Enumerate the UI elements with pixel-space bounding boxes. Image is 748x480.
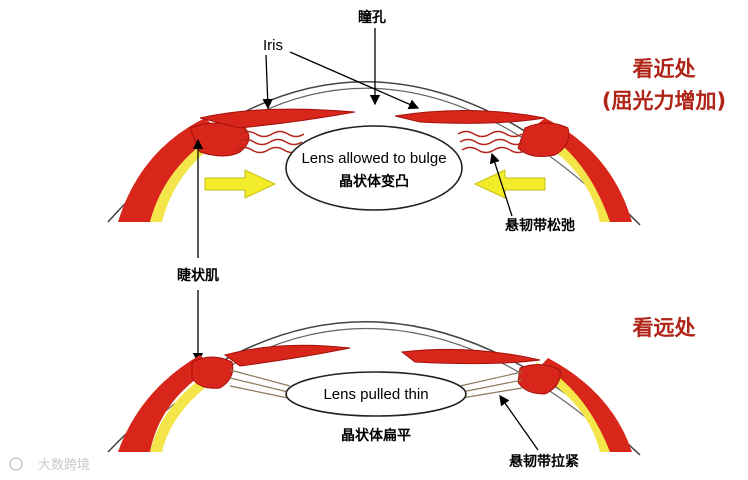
zonule-taut-right-2 [461,379,523,393]
lens-thin-label-en: Lens pulled thin [323,386,428,403]
zonule-right-1 [457,130,523,138]
zonule-taut-right-3 [461,387,523,399]
ciliary-muscle-right-bottom [517,364,561,395]
iris-pointer-left [262,54,273,110]
iris-left [199,108,356,129]
watermark: 大数跨境 [9,457,90,473]
lens-bulged [285,125,463,211]
ciliary-muscle-right [517,122,570,157]
zonule-right-3 [461,146,527,154]
zonule-taut-right-1 [459,371,523,387]
lens-bulge-label-cn: 晶状体变凸 [339,173,409,190]
sclera-band-left-bottom [118,355,212,452]
iris-right [394,109,546,124]
near-title: 看近处 [633,57,696,81]
zonule-left-3 [235,146,301,154]
ligament-taut-label: 悬韧带拉紧 [508,453,579,470]
yellow-arrow-left [204,169,277,199]
yellow-arrow-right [473,169,546,199]
iris-right-bottom [400,348,541,365]
ciliary-label-group: 睫状肌 [177,138,219,364]
far-vision-eye: Lens pulled thin 晶状体扁平 悬韧带拉紧 看远处 [107,316,696,470]
iris-left-bottom [223,344,351,367]
zonule-left-2 [237,138,303,146]
watermark-text: 大数跨境 [38,458,90,473]
ligament-slack-label: 悬韧带松弛 [504,217,575,234]
pupil-label: 瞳孔 [358,9,386,26]
ciliary-muscle-left-bottom [191,356,234,389]
ligament-taut-pointer [499,394,539,451]
ligament-slack-pointer [489,152,513,217]
lens-thin [285,371,467,417]
near-subtitle: (屈光力增加) [602,89,726,113]
ciliary-muscle-label: 睫状肌 [177,267,219,284]
sclera-yellow-left-bottom [150,370,218,452]
ciliary-muscle-left [189,122,250,157]
zonule-left-1 [239,130,305,138]
far-title: 看远处 [633,316,696,340]
zonule-taut-left-2 [229,377,289,393]
iris-label: Iris [263,37,283,54]
zonule-taut-left-3 [229,385,289,399]
zonule-right-2 [459,138,525,146]
lens-bulge-label-en: Lens allowed to bulge [301,150,446,167]
near-vision-eye: Lens allowed to bulge 晶状体变凸 瞳孔 Iris 悬韧带松… [107,9,726,234]
iris-pointer-right [289,51,420,110]
sclera-yellow-left [150,132,224,222]
lens-thin-label-cn: 晶状体扁平 [341,427,411,444]
watermark-logo-icon [9,457,23,471]
zonule-taut-left-1 [229,369,291,387]
